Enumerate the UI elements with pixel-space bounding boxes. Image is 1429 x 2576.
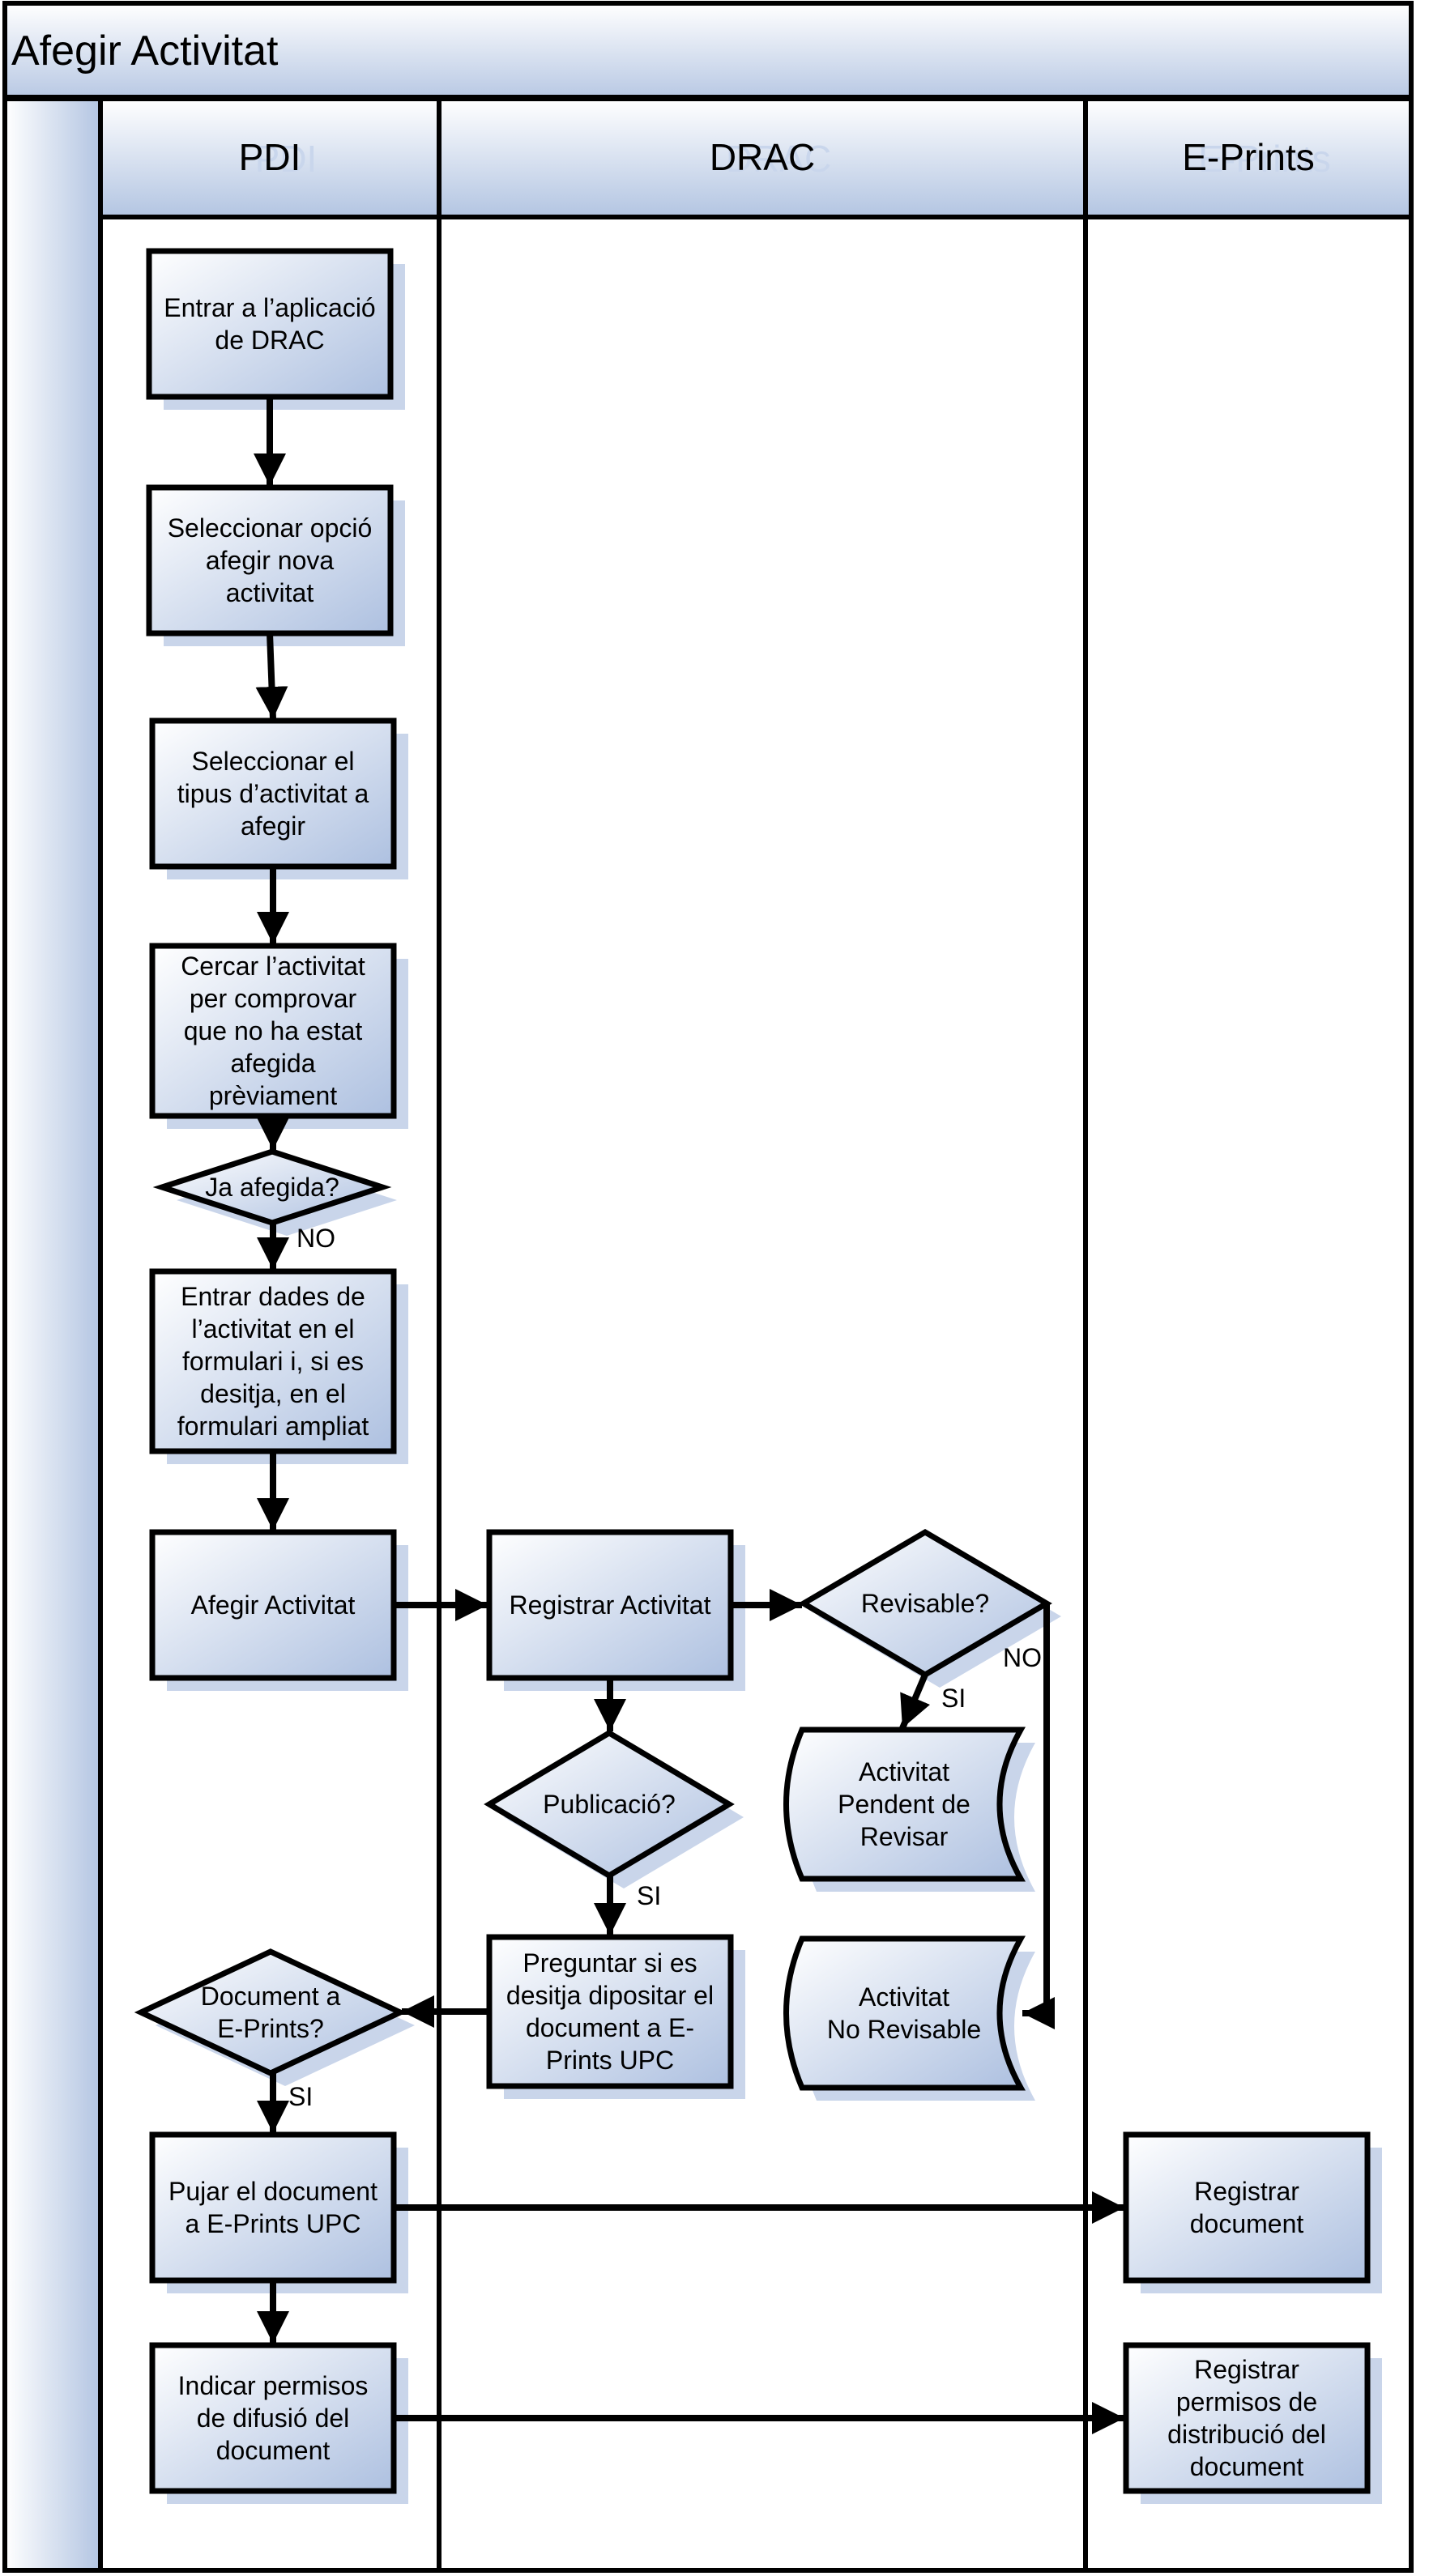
n12-text: document: [1190, 2452, 1304, 2481]
n2-shape: [146, 484, 394, 637]
lane-title-shadow-drac: DRAC: [726, 138, 831, 180]
d2-text: Revisable?: [861, 1589, 989, 1618]
n8-text: Preguntar si es: [523, 1948, 697, 1978]
n5-text: Entrar dades de: [181, 1282, 365, 1311]
pool-side-bar: [2, 96, 103, 2573]
s2-text: No Revisable: [827, 2015, 981, 2044]
n9-text: Pujar el document: [168, 2177, 378, 2206]
connector-arrow: [255, 632, 288, 720]
n1-text: de DRAC: [215, 326, 324, 355]
n12-shape: [1123, 2342, 1371, 2494]
n11-text: Registrar: [1194, 2177, 1299, 2206]
s1-text: Pendent de: [838, 1790, 970, 1819]
edge-label-no-2: NO: [1003, 1643, 1042, 1672]
n6-text: Afegir Activitat: [191, 1590, 356, 1620]
d4-shape: [134, 1948, 407, 2076]
n10-text: Indicar permisos: [178, 2371, 369, 2400]
lane-eprints: [1083, 215, 1414, 2573]
d3-shape: [484, 1729, 735, 1880]
n2-text: afegir nova: [206, 546, 335, 575]
d4-text: Document a: [201, 1982, 341, 2011]
n8-text: Prints UPC: [546, 2046, 674, 2075]
edge-label-si-2: SI: [637, 1881, 661, 1910]
connector-arrow: [1022, 1603, 1055, 2029]
n5-text: desitja, en el: [200, 1379, 346, 1408]
connectors: [254, 397, 1124, 2434]
n11-text: document: [1190, 2209, 1304, 2238]
n3-text: afegir: [241, 811, 305, 841]
n3-text: tipus d’activitat a: [177, 779, 369, 808]
n5-text: formulari ampliat: [177, 1411, 369, 1441]
n7-shape: [486, 1529, 734, 1681]
lane-title-eprints: E-Prints: [1182, 136, 1315, 178]
n4-text: per comprovar: [190, 984, 357, 1013]
n2-text: Seleccionar opció: [168, 513, 373, 543]
n6-shape: [149, 1529, 397, 1681]
n1-shape: [146, 248, 394, 400]
n4-shape: [149, 943, 397, 1119]
n9-text: a E-Prints UPC: [186, 2209, 361, 2238]
n10-shape: [149, 2342, 397, 2494]
lane-title-shadow-pdi: PDI: [255, 138, 318, 180]
lane-title-pdi: PDI: [239, 136, 301, 178]
n3-shape: [149, 717, 397, 870]
n3-text: Seleccionar el: [192, 747, 355, 776]
n10-text: document: [216, 2436, 331, 2465]
d3-text: Publicació?: [543, 1790, 676, 1819]
connector-arrow: [899, 1673, 931, 1730]
lane-title-shadow-eprints: E-Prints: [1198, 138, 1331, 180]
s2-shape: [783, 1935, 1026, 2091]
edge-label-si-1: SI: [941, 1684, 966, 1713]
n5-shape: [149, 1268, 397, 1454]
n7-text: Registrar Activitat: [510, 1590, 711, 1620]
edge-labels: NO NO SI SI SI: [288, 1224, 1042, 2111]
n12-text: distribució del: [1167, 2420, 1326, 2449]
n11-shape: [1123, 2131, 1371, 2284]
n4-text: afegida: [231, 1049, 316, 1078]
n5-text: l’activitat en el: [192, 1314, 355, 1343]
n4-text: prèviament: [209, 1081, 337, 1110]
n8-text: document a E-: [526, 2013, 694, 2042]
n12-text: permisos de: [1176, 2387, 1317, 2416]
pool-title-bar: [2, 1, 1414, 100]
n9-shape: [149, 2131, 397, 2284]
s1-text: Revisar: [860, 1822, 949, 1851]
n8-text: desitja dipositar el: [506, 1981, 714, 2010]
s1-text: Activitat: [859, 1757, 949, 1786]
s1-shape: [783, 1727, 1026, 1882]
n12-text: Registrar: [1194, 2355, 1299, 2384]
n2-text: activitat: [226, 578, 314, 607]
d1-text: Ja afegida?: [205, 1173, 339, 1202]
edge-label-si-3: SI: [288, 2082, 313, 2111]
n4-text: Cercar l’activitat: [181, 952, 365, 981]
nodes: Entrar a l’aplicació de DRAC Seleccionar o…: [134, 248, 1371, 2494]
n1-text: Entrar a l’aplicació: [164, 293, 375, 322]
s2-text: Activitat: [859, 1982, 949, 2012]
n5-text: formulari i, si es: [182, 1347, 364, 1376]
d4-text: E-Prints?: [217, 2014, 324, 2043]
pool-title: Afegir Activitat: [11, 28, 279, 75]
lane-title-drac: DRAC: [710, 136, 815, 178]
n8-shape: [486, 1934, 734, 2089]
n10-text: de difusió del: [197, 2404, 350, 2433]
d2-shape: [798, 1528, 1052, 1679]
n4-text: que no ha estat: [184, 1016, 363, 1045]
edge-label-no-1: NO: [296, 1224, 335, 1253]
d1-shape: [152, 1148, 392, 1226]
